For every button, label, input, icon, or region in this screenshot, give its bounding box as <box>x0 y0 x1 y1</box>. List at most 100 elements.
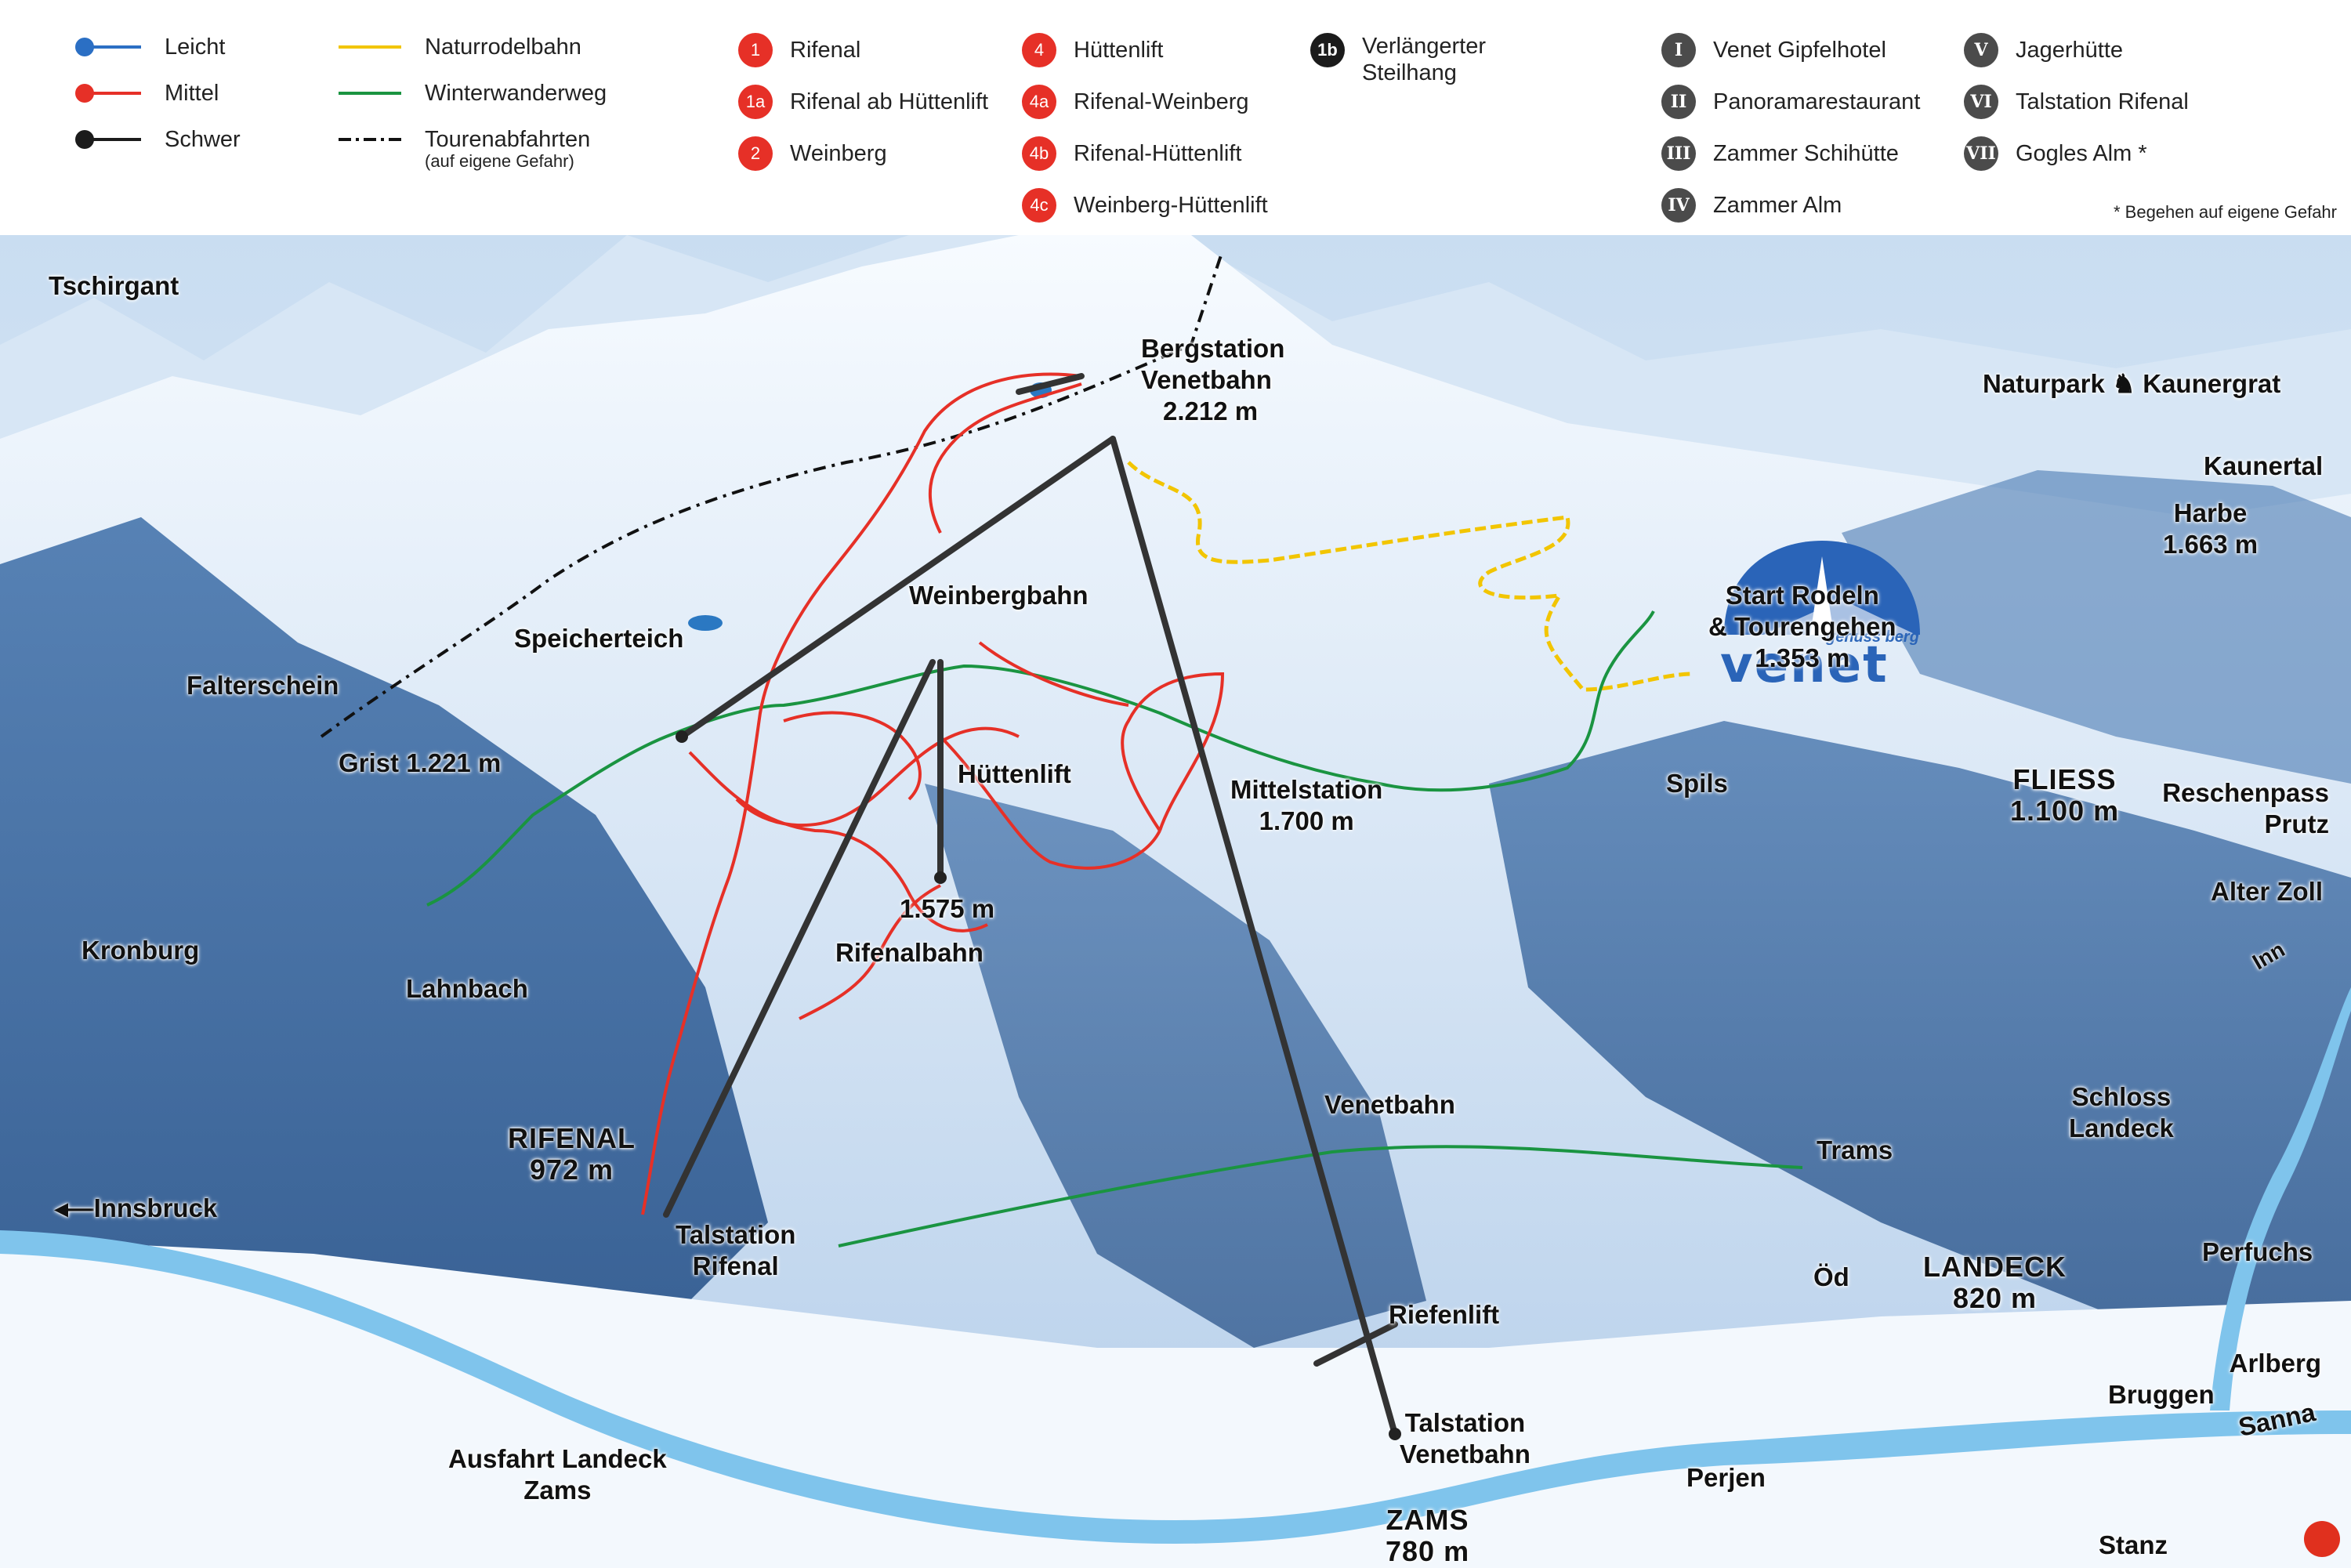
label-alter-zoll: Alter Zoll <box>2210 877 2323 906</box>
legend-route-0: Naturrodelbahn <box>339 34 581 60</box>
arrow-left-icon: ◂— <box>55 1193 94 1222</box>
legend-badge: III <box>1661 136 1696 171</box>
legend-hut-label: Venet Gipfelhotel <box>1713 38 1886 63</box>
forest-east <box>1489 721 2351 1332</box>
legend-badge: II <box>1661 85 1696 119</box>
label-bruggen: Bruggen <box>2108 1380 2215 1409</box>
label-trams: Trams <box>1817 1135 1893 1164</box>
label-zams: ZAMS 780 m <box>1386 1504 1470 1567</box>
legend-hut-IV: IV Zammer Alm <box>1661 188 1842 223</box>
label-talstation-venetbahn: Talstation Venetbahn <box>1400 1408 1531 1468</box>
legend-piste-2: 2 Weinberg <box>738 136 887 171</box>
legend-difficulty-2: Schwer <box>75 127 241 152</box>
legend-line-swatch <box>75 84 141 103</box>
label-speicherteich: Speicherteich <box>514 624 684 653</box>
publisher-stamp <box>2304 1521 2340 1557</box>
legend-badge: 1 <box>738 33 773 67</box>
speicherteich-lake <box>688 615 723 631</box>
label-weinbergbahn: Weinbergbahn <box>909 581 1089 610</box>
label-fliess: FLIESS 1.100 m <box>2010 763 2120 827</box>
label-lahnbach: Lahnbach <box>406 974 528 1003</box>
label-reschenpass: Reschenpass Prutz <box>2162 778 2329 838</box>
logo-tagline: genuss berg <box>1826 628 1919 646</box>
red-pistes <box>641 372 1225 1215</box>
label-harbe: Harbe 1.663 m <box>2163 498 2259 559</box>
lift-station-dot <box>1389 1428 1401 1440</box>
legend-badge: 1b <box>1310 33 1345 67</box>
label-innsbruck: ◂—Innsbruck <box>55 1193 218 1222</box>
legend-route-1: Winterwanderweg <box>339 81 607 106</box>
legend-piste-4c: 4c Weinberg-Hüttenlift <box>1022 188 1268 223</box>
legend-difficulty-label: Mittel <box>165 81 219 106</box>
ski-map: genuss berg venet Tschirgant Bergstation… <box>0 235 2351 1568</box>
legend-badge: 4 <box>1022 33 1056 67</box>
label-talstation-rifenal: Talstation Rifenal <box>676 1220 796 1280</box>
label-oed: Öd <box>1813 1262 1849 1291</box>
legend-badge: 4b <box>1022 136 1056 171</box>
legend-difficulty-0: Leicht <box>75 34 226 60</box>
forest-west <box>0 517 768 1410</box>
legend-piste-label: Weinberg <box>790 141 887 166</box>
river-inn-north <box>2210 987 2351 1410</box>
logo-wordmark: venet <box>1720 636 1889 694</box>
label-mittelstation: Mittelstation 1.700 m <box>1230 775 1383 835</box>
label-stanz: Stanz <box>2099 1530 2168 1559</box>
label-venetbahn: Venetbahn <box>1324 1090 1455 1119</box>
legend-piste-label: Rifenal ab Hüttenlift <box>790 89 989 114</box>
legend-hut-label: Gogles Alm * <box>2016 141 2147 166</box>
legend-hut-label: Panoramarestaurant <box>1713 89 1921 114</box>
legend-badge: 4a <box>1022 85 1056 119</box>
venet-logo-emblem <box>1724 541 1920 635</box>
legend-hut-label: Zammer Alm <box>1713 193 1842 218</box>
legend-badge: VI <box>1964 85 1998 119</box>
legend-piste-label: Rifenal-Hüttenlift <box>1074 141 1242 166</box>
label-arlberg: Arlberg <box>2229 1349 2321 1378</box>
legend-line-swatch <box>339 45 401 49</box>
legend-piste-4b: 4b Rifenal-Hüttenlift <box>1022 136 1241 171</box>
legend-steep-line1: Verlängerter <box>1362 34 1486 59</box>
legend-badge: I <box>1661 33 1696 67</box>
label-huettenlift: Hüttenlift <box>958 759 1071 788</box>
touring-route-west <box>320 250 1224 738</box>
label-ausfahrt: Ausfahrt Landeck Zams <box>448 1444 667 1505</box>
legend-badge: 4c <box>1022 188 1056 223</box>
legend-route-label: Tourenabfahrten <box>425 127 591 152</box>
legend-dot-swatch <box>75 84 94 103</box>
label-bergstation: Bergstation Venetbahn 2.212 m <box>1141 334 1285 425</box>
legend-badge: V <box>1964 33 1998 67</box>
legend-piste-label: Hüttenlift <box>1074 38 1164 63</box>
legend-hut-II: II Panoramarestaurant <box>1661 85 1920 119</box>
legend-badge: IV <box>1661 188 1696 223</box>
label-kronburg: Kronburg <box>82 936 200 965</box>
legend-badge: 1a <box>738 85 773 119</box>
legend-piste-4: 4 Hüttenlift <box>1022 33 1163 67</box>
legend-steep-slope: 1b Verlängerter Steilhang <box>1310 33 1486 86</box>
legend-piste-label: Weinberg-Hüttenlift <box>1074 193 1268 218</box>
terrain-illustration <box>0 235 2351 1568</box>
label-riefenlift: Riefenlift <box>1389 1300 1500 1329</box>
valley-floor <box>0 1238 2351 1568</box>
legend-line-swatch <box>339 138 401 141</box>
lift-station-dot <box>676 730 688 743</box>
legend-note: * Begehen auf eigene Gefahr <box>2113 202 2337 222</box>
legend-hut-V: V Jagerhütte <box>1964 33 2123 67</box>
legend-hut-label: Jagerhütte <box>2016 38 2124 63</box>
legend-line-swatch <box>75 38 141 56</box>
winter-hike-lower <box>838 1145 1803 1248</box>
label-naturpark-kaunergrat: Naturpark ♞ Kaunergrat <box>1983 369 2281 398</box>
label-start-rodeln: Start Rodeln & Tourengehen 1.353 m <box>1708 581 1896 672</box>
label-perfuchs: Perfuchs <box>2202 1237 2313 1266</box>
label-spils: Spils <box>1666 769 1728 798</box>
legend-route-2: Tourenabfahrten(auf eigene Gefahr) <box>339 127 590 171</box>
label-rifenalbahn: Rifenalbahn <box>835 938 984 967</box>
label-landeck: LANDECK 820 m <box>1923 1251 2067 1314</box>
legend-route-label: Winterwanderweg <box>425 81 607 106</box>
forest-center <box>925 784 1426 1348</box>
label-falterschein: Falterschein <box>187 671 339 700</box>
legend-hut-label: Zammer Schihütte <box>1713 141 1899 166</box>
legend-dot-swatch <box>75 130 94 149</box>
legend-badge: 2 <box>738 136 773 171</box>
legend-difficulty-label: Leicht <box>165 34 226 60</box>
